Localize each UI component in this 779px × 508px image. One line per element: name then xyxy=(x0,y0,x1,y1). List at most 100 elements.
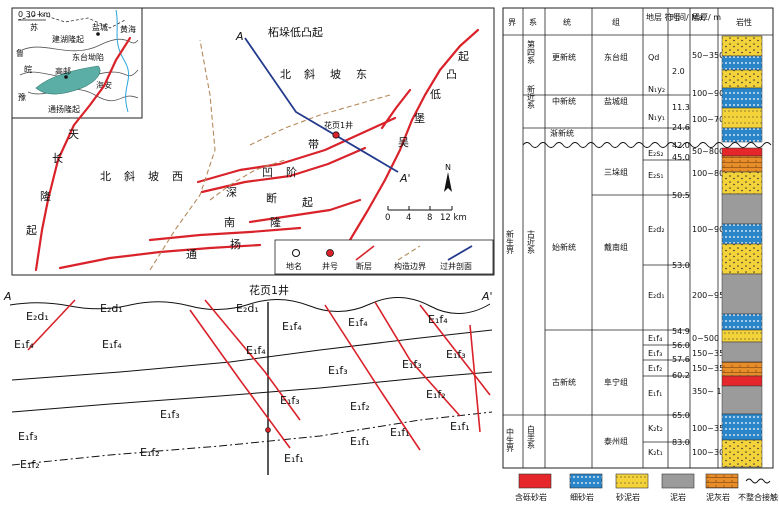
inset-city: 高邮 xyxy=(55,66,71,76)
north-arrow: N xyxy=(444,163,452,192)
north-label: N xyxy=(445,163,451,172)
lithology-column xyxy=(721,35,763,468)
horizon-line xyxy=(11,371,493,413)
system-name: 新近系 xyxy=(527,84,536,109)
fault-line xyxy=(58,243,262,270)
horizon-line xyxy=(11,411,493,466)
fault-line xyxy=(196,116,397,184)
strat-code: E₂d₁ xyxy=(648,291,665,300)
inset-area: 建湖隆起 xyxy=(52,34,84,44)
age-value: 53.0 xyxy=(672,261,690,270)
unit-label: E₁f₁ xyxy=(390,426,410,439)
header-lithology: 岩性 xyxy=(736,17,752,27)
unit-label: E₁f₄ xyxy=(428,313,448,326)
thickness-value: 150~350 xyxy=(692,349,729,358)
map-labels: 柘垛低凸起 北 斜 坡 东 起 凸 低 堡 吴 天 长 隆 起 北 斜 坡 西 … xyxy=(26,25,469,261)
section-end-a: A xyxy=(3,290,12,303)
section-end-a: A xyxy=(235,30,244,43)
era-name: 新生界 xyxy=(506,229,515,255)
legend-label: 细砂岩 xyxy=(570,492,594,502)
lithology-legend: 含砾砂岩 细砂岩 砂泥岩 泥岩 泥灰岩 不整合接触 xyxy=(515,473,778,502)
inset-region: 苏 xyxy=(30,22,38,32)
map-label: 起 xyxy=(458,50,469,63)
conglomerate-swatch xyxy=(518,473,552,489)
legend-label: 含砾砂岩 xyxy=(515,492,547,502)
inset-city-marker xyxy=(96,32,100,36)
strat-code: K₂t₁ xyxy=(648,448,663,457)
unit-label: E₁f₄ xyxy=(282,320,302,333)
map-label: 柘垛低凸起 xyxy=(268,25,323,39)
system-name: 古近系 xyxy=(527,229,536,254)
map-label: 北 xyxy=(100,170,111,183)
age-value: 11.3 xyxy=(672,103,690,112)
age-value: 65.0 xyxy=(672,411,690,420)
unit-label: E₁f₄ xyxy=(102,338,122,351)
series-name: 始新统 xyxy=(552,242,576,252)
legend-label: 过井剖面 xyxy=(440,261,472,271)
tectonic-boundary xyxy=(249,94,391,146)
tectonic-boundary xyxy=(149,39,216,271)
map-label: 吴 xyxy=(398,136,409,149)
strat-code: E₂d₂ xyxy=(648,225,665,234)
unconformity-line xyxy=(522,142,772,148)
horizon-line xyxy=(11,329,493,381)
legend-label: 泥岩 xyxy=(670,492,686,502)
map-label: 低 xyxy=(430,88,441,101)
header-formation: 组 xyxy=(612,17,620,27)
unit-label: E₁f₃ xyxy=(328,364,348,377)
inset-area: 东台坳陷 xyxy=(72,52,104,62)
section-line xyxy=(244,37,399,173)
marl-swatch xyxy=(705,473,739,489)
scale-tick: 12 km xyxy=(440,213,467,223)
thickness-value: 100~800 xyxy=(692,169,729,178)
map-label: 通 xyxy=(186,248,197,261)
thickness-value: 350~ 1 000 xyxy=(692,387,739,396)
mudstone-swatch xyxy=(661,473,695,489)
header-thickness: 层厚/ m xyxy=(692,13,721,22)
inset-region: 皖 xyxy=(24,64,32,74)
era-name: 中生界 xyxy=(506,427,515,453)
strat-code: E₂s₂ xyxy=(648,149,664,158)
unit-label: E₁f₄ xyxy=(246,344,266,357)
well-label: 花页1井 xyxy=(324,120,353,130)
inset-scale: 0 30 km xyxy=(18,10,51,19)
thickness-value: 100~350 xyxy=(692,424,729,433)
legend-label: 井号 xyxy=(322,261,338,271)
system-name: 白垩系 xyxy=(527,424,536,449)
formation-name: 三垛组 xyxy=(604,167,628,177)
scale-bar: 0 4 8 12 km xyxy=(385,206,467,223)
legend-label: 砂泥岩 xyxy=(616,492,640,502)
map-label: 斜 xyxy=(124,170,135,183)
cross-section: 花页1井 A A' E₂d₁ E₂d₁ E₂d₁ E₁f₄ E₁f₄ E₁f₄ … xyxy=(3,283,493,475)
thickness-value: 0~500 xyxy=(692,334,719,343)
header-age: 时间/ Ma xyxy=(670,12,703,22)
well-symbol xyxy=(326,249,334,257)
unit-label: E₂d₁ xyxy=(236,302,259,315)
age-value: 50.5 xyxy=(672,191,690,200)
unit-label: E₁f₂ xyxy=(140,446,160,459)
header-era: 界 xyxy=(508,18,516,27)
age-value: 60.2 xyxy=(672,371,690,380)
formation-name: 盐城组 xyxy=(604,96,628,106)
header-code: 地层 符号 xyxy=(646,12,681,22)
map-label: 隆 xyxy=(40,189,51,203)
map-label: 起 xyxy=(302,196,313,209)
inset-region: 豫 xyxy=(18,92,26,102)
age-value: 24.6 xyxy=(672,123,690,132)
boundary-symbol xyxy=(397,245,421,261)
fault-line xyxy=(200,146,367,194)
scale-tick: 4 xyxy=(406,213,411,223)
age-value: 45.0 xyxy=(672,153,690,162)
fault-line xyxy=(148,226,302,242)
fault-line xyxy=(380,88,412,130)
formation-name: 泰州组 xyxy=(604,436,628,446)
system-name: 第四系 xyxy=(527,39,536,64)
map-label: 南 xyxy=(224,216,235,229)
faults xyxy=(34,28,480,272)
map-legend: 地名 井号 断层 构造边界 过井剖面 xyxy=(274,239,494,275)
map-label: 阶 xyxy=(286,165,297,179)
age-value: 83.0 xyxy=(672,438,690,447)
age-value: 57.6 xyxy=(672,355,690,364)
unit-label: E₁f₂ xyxy=(350,400,370,413)
